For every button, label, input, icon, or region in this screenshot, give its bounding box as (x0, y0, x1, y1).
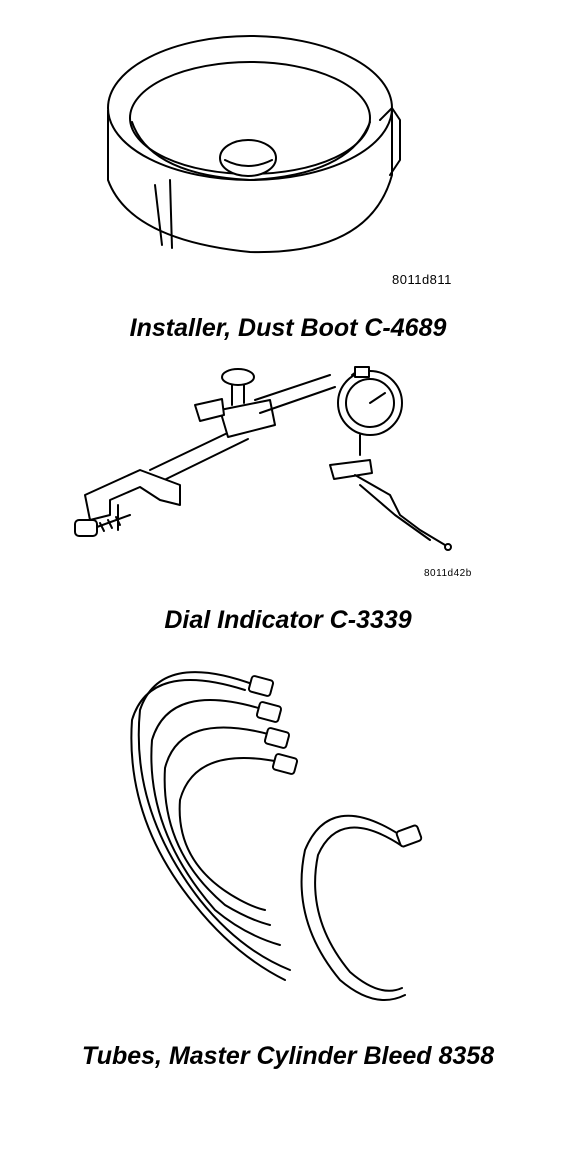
bleed-tubes-illustration (130, 671, 423, 1001)
caption-dial-indicator: Dial Indicator C-3339 (164, 606, 412, 634)
image-code: 8011d811 (392, 272, 452, 287)
dust-boot-installer-illustration (107, 35, 401, 254)
dial-indicator-illustration (74, 366, 452, 551)
figure-dust-boot-installer: 8011d811 (0, 0, 576, 300)
figure-dial-indicator: 8011d42b (0, 355, 576, 579)
figure-bleed-tubes (0, 650, 576, 1020)
caption-bleed-tubes: Tubes, Master Cylinder Bleed 8358 (81, 1042, 495, 1070)
image-code: 8011d42b (424, 568, 472, 579)
caption-dust-boot-installer: Installer, Dust Boot C-4689 (129, 314, 447, 342)
